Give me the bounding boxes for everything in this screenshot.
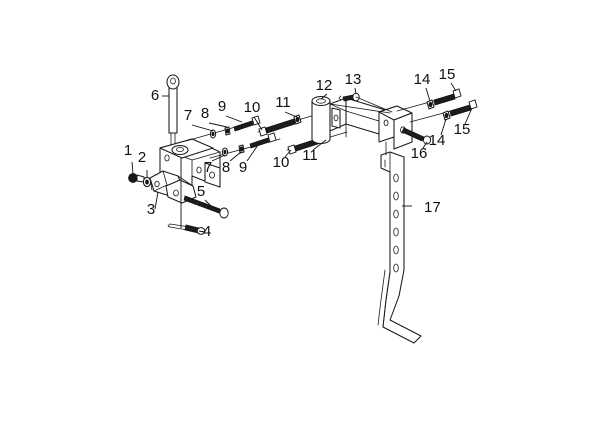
- callout-10a: 10: [244, 99, 261, 116]
- callout-15b: 15: [454, 121, 471, 138]
- fasteners-14-15-upper: [396, 88, 462, 112]
- callout-4: 4: [203, 223, 211, 240]
- callout-12: 12: [316, 77, 333, 94]
- part-bolt-5: [183, 195, 229, 219]
- callout-8a: 8: [201, 105, 209, 122]
- callout-9b: 9: [239, 159, 247, 176]
- part-pin-head-left: [128, 173, 145, 183]
- part-cotter-pin: [167, 223, 206, 235]
- callout-8b: 8: [222, 159, 230, 176]
- callout-7a: 7: [184, 107, 192, 124]
- callout-leaders: [131, 82, 473, 233]
- part-hub-pin: [401, 127, 432, 145]
- fasteners-10-11-upper: [257, 113, 319, 137]
- callout-16: 16: [411, 145, 428, 162]
- callout-1: 1: [124, 142, 132, 159]
- fasteners-14-15-lower: [409, 99, 478, 123]
- callout-13: 13: [345, 71, 362, 88]
- callout-labels: 1 2 3 4 5 6 7 8 9 7 8 9 10 11 10 11 12 1…: [124, 66, 471, 240]
- construction-line-top: [329, 103, 391, 114]
- callout-10b: 10: [273, 154, 290, 171]
- callout-17: 17: [424, 199, 441, 216]
- callout-15a: 15: [439, 66, 456, 83]
- part-washer-left: [142, 176, 152, 188]
- callout-14a: 14: [414, 71, 431, 88]
- fasteners-row-upper-789: [185, 115, 261, 142]
- callout-3: 3: [147, 201, 155, 218]
- callout-11a: 11: [275, 94, 291, 111]
- callout-11b: 11: [302, 147, 318, 164]
- fasteners-row-lower-789: [209, 132, 281, 159]
- callout-6: 6: [151, 87, 159, 104]
- callout-2: 2: [138, 149, 146, 166]
- part-upper-rod: [166, 74, 180, 150]
- callout-9a: 9: [218, 98, 226, 115]
- callout-5: 5: [197, 183, 205, 200]
- callout-14b: 14: [429, 132, 446, 149]
- part-shank: [377, 141, 422, 344]
- part-sleeve-bushing: [311, 95, 331, 145]
- callout-7b: 7: [204, 159, 212, 176]
